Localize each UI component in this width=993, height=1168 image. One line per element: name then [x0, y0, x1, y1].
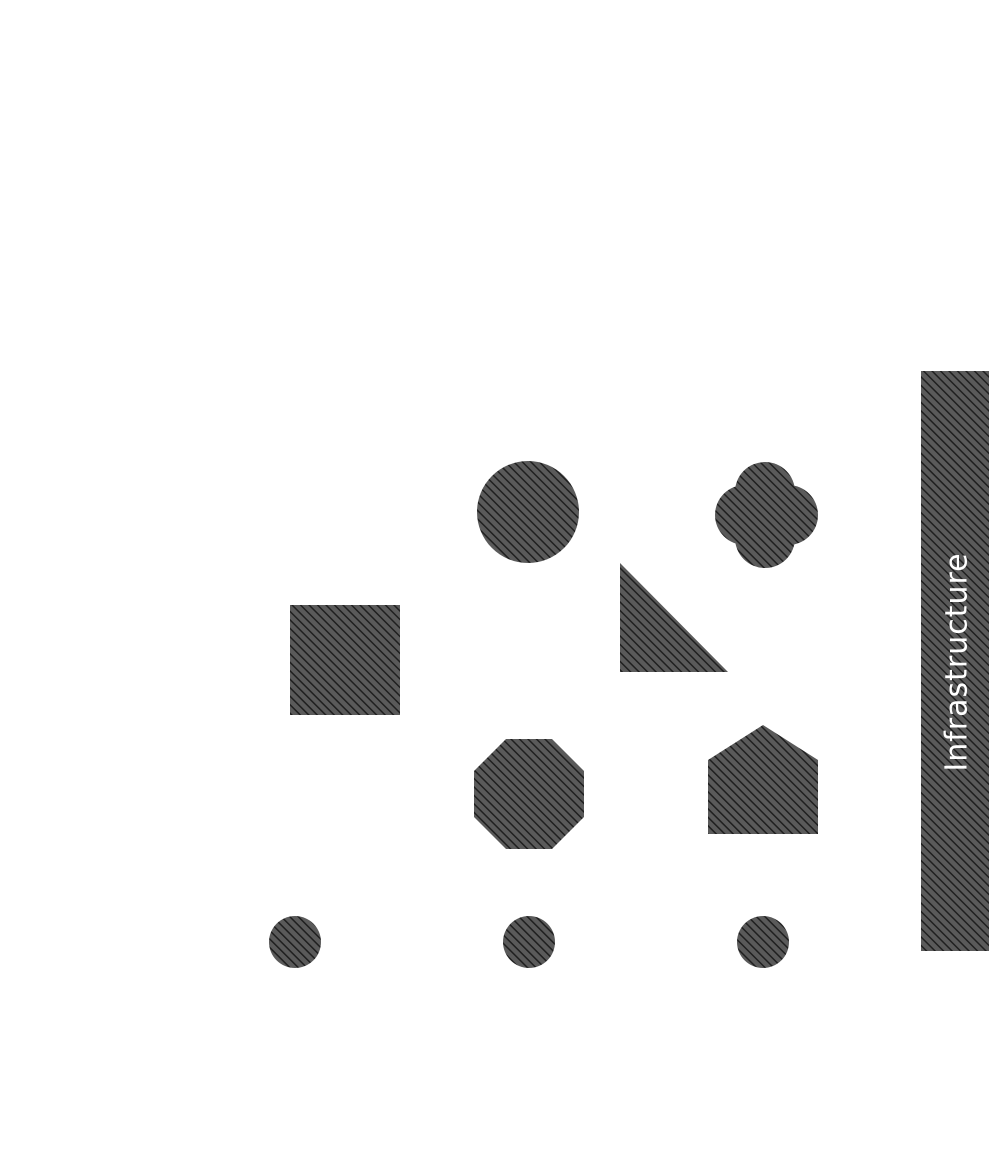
infrastructure-label: Infrastructure [940, 552, 975, 771]
pentagon-house-shape [708, 725, 818, 834]
square-shape [290, 605, 400, 715]
right-triangle-shape [620, 563, 728, 672]
small-dot-left [269, 916, 321, 968]
cloud-shape [715, 462, 818, 568]
circle-shape [477, 461, 579, 563]
small-dot-right [737, 916, 789, 968]
octagon-shape [474, 739, 584, 849]
infrastructure-bar: Infrastructure [921, 371, 989, 951]
small-dot-center [503, 916, 555, 968]
